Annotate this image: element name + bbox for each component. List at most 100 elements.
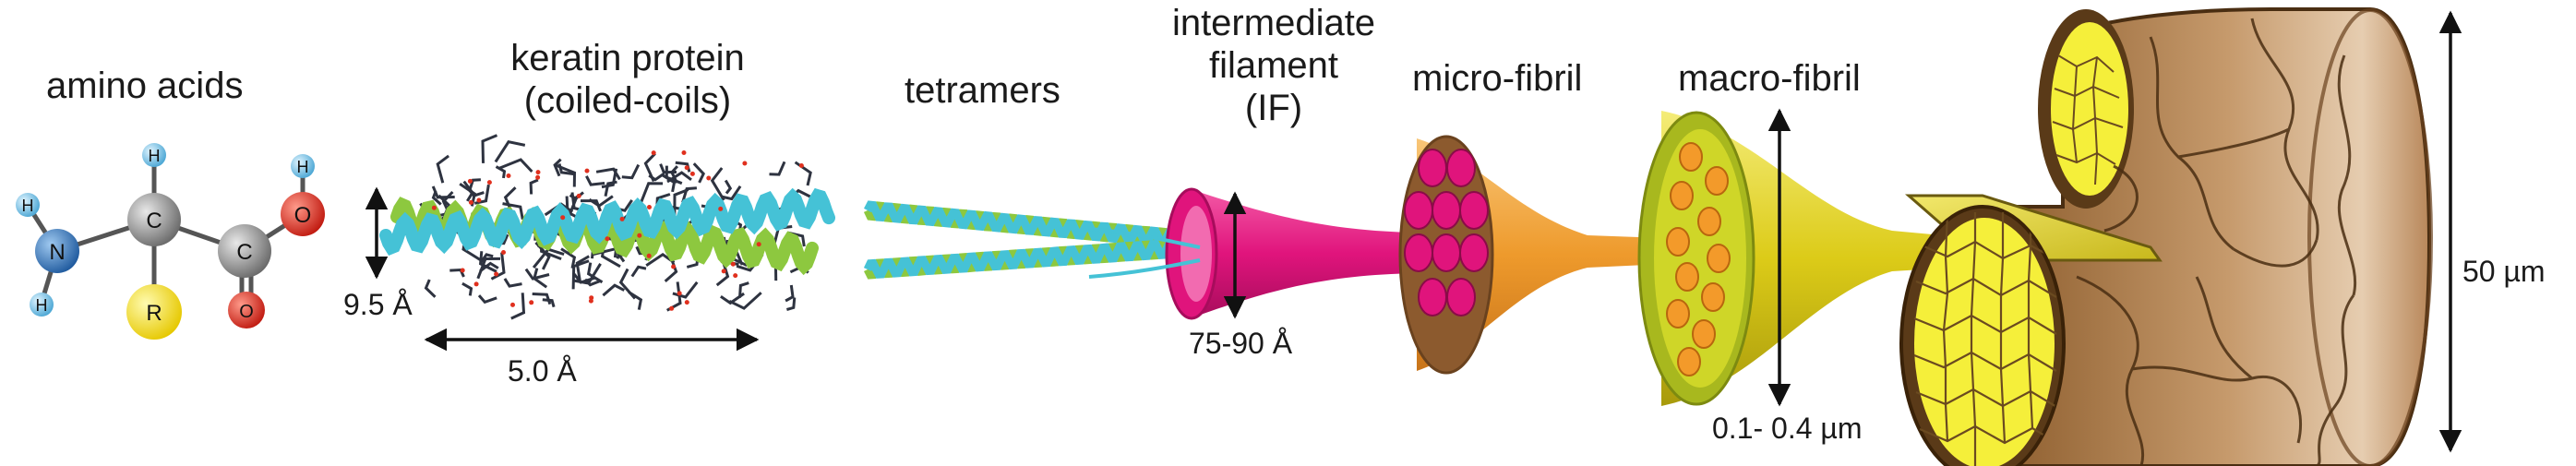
side-chain-stick — [490, 252, 506, 281]
side-chain-stick — [595, 167, 621, 181]
water-dot — [560, 215, 566, 221]
side-chain-stick — [553, 158, 562, 177]
side-chain-stick — [785, 297, 797, 311]
label-coil-height: 9.5 Å — [343, 288, 413, 321]
side-chain-stick — [436, 154, 449, 184]
side-chain-symbol: R — [146, 301, 162, 326]
water-dot — [651, 150, 656, 156]
side-chain-stick — [503, 278, 522, 288]
hydrogen-atom — [16, 193, 40, 217]
alpha-carbon-atom — [127, 193, 181, 246]
water-dot — [681, 150, 687, 155]
side-chain-stick — [720, 292, 745, 305]
water-dot — [619, 216, 625, 221]
hydrogen-symbol: H — [22, 197, 34, 215]
side-chain-stick — [602, 283, 625, 297]
side-chain-stick — [495, 165, 507, 179]
side-chain-stick — [461, 281, 473, 296]
water-dot — [671, 264, 677, 269]
side-chain-r-group — [126, 284, 182, 340]
label-keratin-protein: keratin protein (coiled-coils) — [480, 37, 775, 122]
label-keratin-line2: (coiled-coils) — [523, 80, 732, 121]
hydrogen-symbol: H — [36, 296, 48, 315]
tetramer-helices — [863, 200, 1191, 280]
label-if-line2: filament — [1208, 45, 1339, 86]
water-dot — [486, 180, 492, 185]
side-chain-stick — [585, 175, 605, 186]
water-dot — [689, 171, 695, 176]
water-dot — [473, 281, 479, 287]
side-chain-stick — [643, 152, 656, 183]
side-chain-stick — [586, 262, 604, 284]
water-dot — [468, 199, 473, 205]
side-chain-stick — [497, 158, 533, 173]
side-chain-stick — [640, 182, 664, 203]
side-chain-stick — [560, 247, 577, 269]
side-chain-stick — [604, 180, 617, 197]
side-chain-stick — [479, 251, 497, 273]
side-chain-stick — [481, 134, 498, 163]
side-chain-stick — [621, 163, 641, 180]
side-chain-stick — [769, 161, 786, 176]
macrofibril — [1637, 108, 1952, 407]
side-chain-stick — [681, 186, 698, 203]
intermediate-filament — [1088, 187, 1417, 320]
side-chain-stick — [468, 178, 481, 192]
carboxyl-carbon-symbol: C — [236, 240, 252, 265]
label-fiber-diameter: 50 µm — [2462, 255, 2546, 288]
water-dot — [798, 163, 804, 168]
side-chain-stick — [785, 284, 795, 303]
side-chain-stick — [476, 257, 501, 280]
water-dot — [476, 197, 482, 203]
hydroxyl-oxygen-symbol: O — [294, 203, 312, 228]
hydrogen-atom — [291, 154, 315, 178]
label-if-line1: intermediate — [1171, 3, 1376, 43]
double-oxygen-symbol: O — [239, 302, 254, 322]
side-chain-stick — [672, 281, 699, 299]
side-chain-stick — [581, 199, 602, 212]
carboxyl-carbon-atom — [218, 224, 271, 278]
water-dot — [730, 261, 736, 267]
water-dot — [588, 298, 593, 304]
water-dot — [506, 173, 511, 178]
water-dot — [742, 161, 748, 166]
label-keratin-line1: keratin protein — [510, 38, 745, 78]
side-chain-stick — [666, 171, 692, 184]
water-dot — [467, 178, 473, 184]
water-dot — [647, 205, 652, 209]
side-chain-stick — [692, 162, 705, 184]
water-dot — [431, 205, 437, 210]
side-chain-stick — [424, 279, 437, 298]
label-tetramers: tetramers — [905, 70, 1060, 111]
side-chain-stick — [431, 185, 455, 199]
side-chain-stick — [524, 268, 550, 281]
side-chain-stick — [542, 298, 556, 308]
water-dot — [733, 273, 738, 279]
hydroxyl-oxygen-atom — [281, 192, 325, 236]
hydrogen-atom — [30, 293, 54, 317]
nitrogen-symbol: N — [49, 240, 65, 265]
side-chain-stick — [494, 140, 526, 163]
coiled-coil-protein — [379, 134, 835, 320]
side-chain-stick — [675, 161, 691, 173]
side-chain-stick — [710, 167, 725, 201]
water-dot — [684, 165, 689, 171]
side-chain-stick — [575, 255, 590, 283]
cell-mosaic-front — [1913, 211, 2061, 466]
nitrogen-atom — [35, 229, 79, 273]
side-chain-stick — [479, 261, 499, 273]
water-dot — [756, 242, 761, 247]
side-chain-stick — [555, 163, 577, 187]
cortex-cell-boundaries — [2076, 18, 2357, 466]
hydrogen-symbol: H — [149, 147, 161, 165]
hair-fiber-cortex — [1899, 7, 2433, 466]
side-chain-stick — [721, 185, 742, 201]
label-if-diameter: 75-90 Å — [1189, 327, 1293, 360]
water-dot — [721, 269, 726, 274]
label-coil-length: 5.0 Å — [508, 354, 577, 388]
water-dot — [501, 250, 506, 255]
hydrogen-symbol: H — [297, 158, 309, 176]
side-chain-stick — [510, 293, 526, 320]
alpha-carbon-symbol: C — [146, 209, 162, 233]
